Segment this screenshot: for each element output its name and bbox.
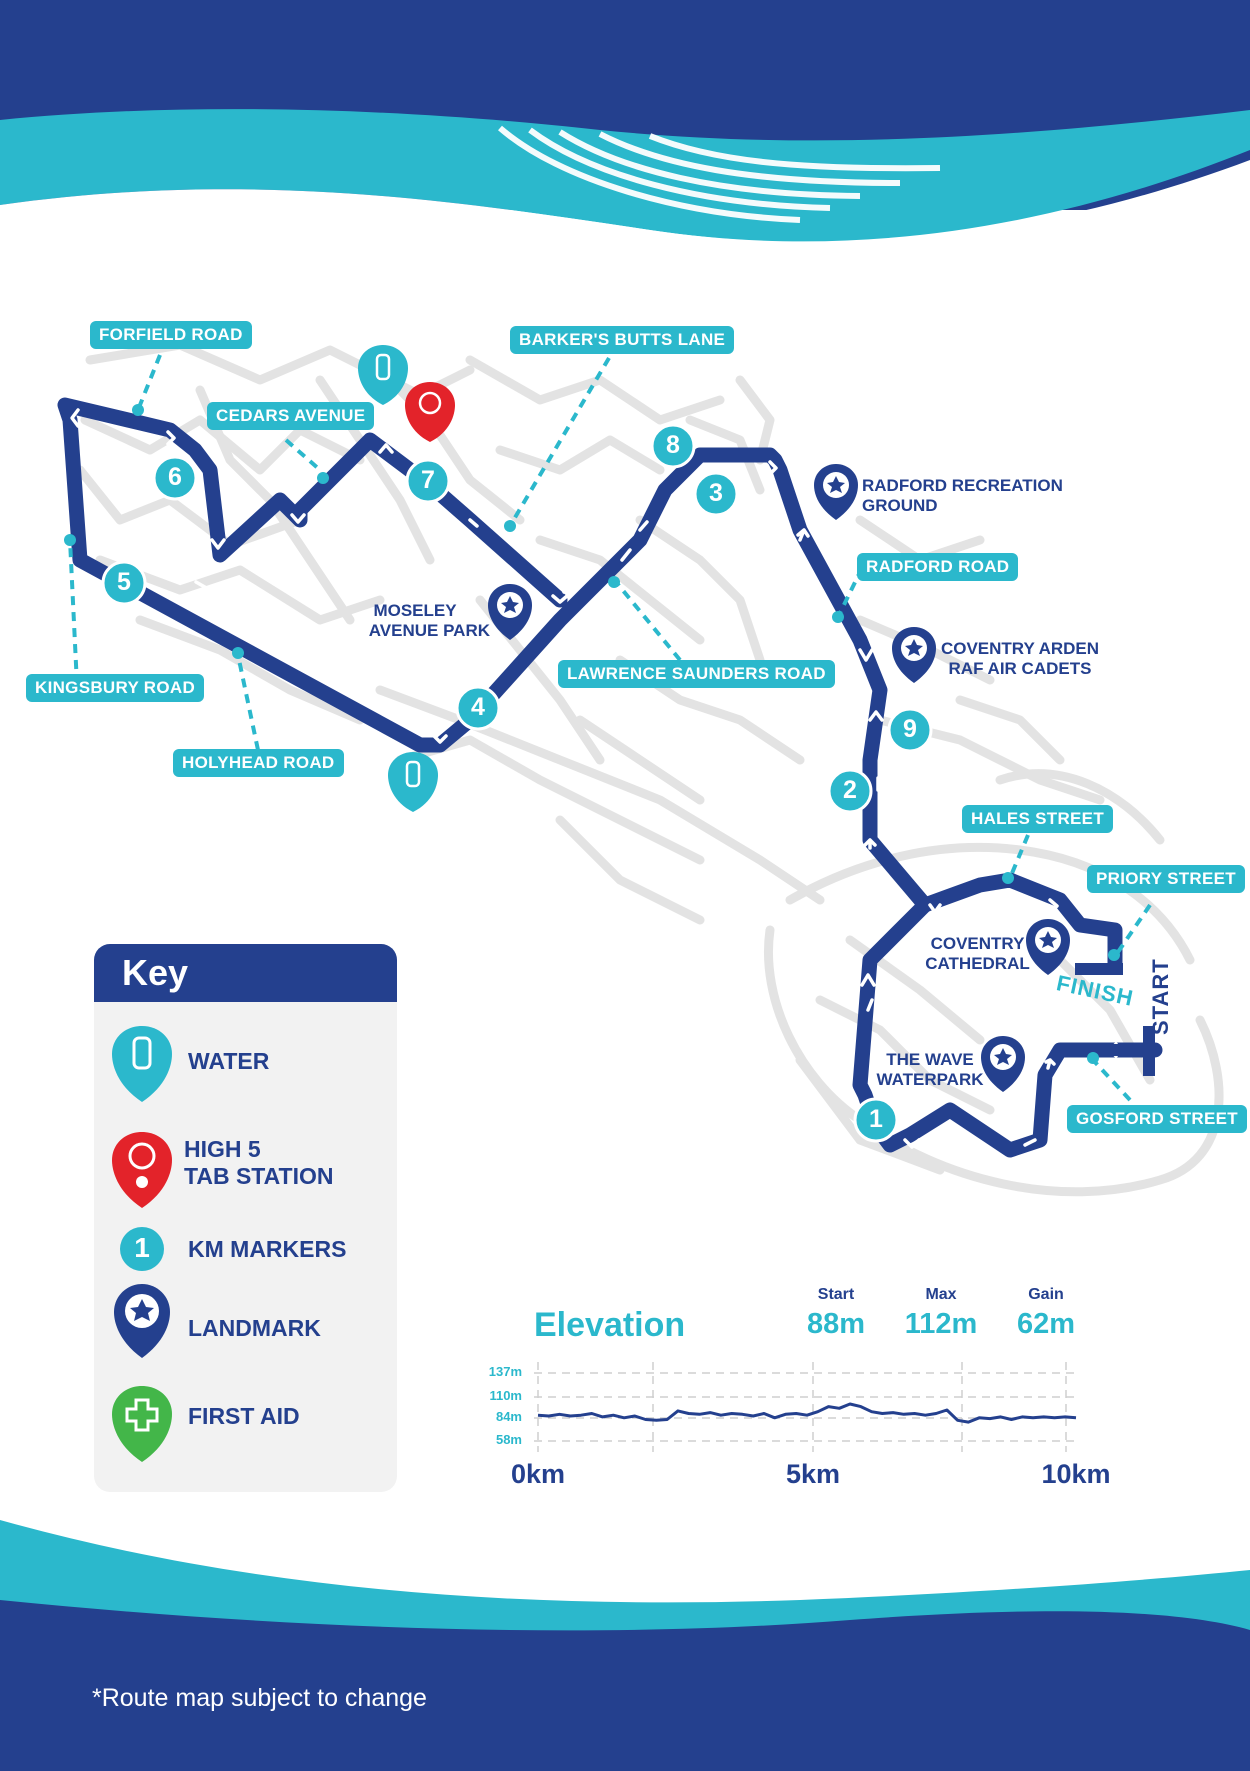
key-icons (112, 1026, 172, 1462)
high5-tab-station-pin (405, 382, 455, 442)
landmark-line: RADFORD RECREATION (862, 476, 1063, 495)
landmark-line: RAF AIR CADETS (948, 659, 1092, 678)
key-km-sample: 1 (134, 1232, 150, 1263)
landmark-line: COVENTRY ARDEN (940, 639, 1100, 658)
landmark-line: THE WAVE (886, 1050, 974, 1069)
y-tick-label: 58m (495, 1432, 522, 1447)
route-disclaimer: *Route map subject to change (92, 1684, 427, 1712)
landmark-icon (114, 1284, 170, 1358)
y-tick-label: 84m (495, 1409, 522, 1424)
x-tick-label: 5km (785, 1459, 841, 1489)
elevation-stat-value: 88m (806, 1308, 866, 1340)
elevation-stat-label: Start (817, 1286, 855, 1303)
road-label-lawrence: LAWRENCE SAUNDERS ROAD (558, 660, 835, 688)
water-station-pin (388, 752, 438, 812)
landmark-radford-recreation: RADFORD RECREATION GROUND (862, 476, 1063, 516)
km-marker-8: 8 (666, 431, 680, 459)
landmark-line: MOSELEY (373, 601, 457, 620)
key-km-label: KM MARKERS (188, 1236, 347, 1262)
km-marker-5: 5 (117, 568, 131, 596)
water-station-pin (358, 345, 408, 405)
km-marker-9: 9 (903, 715, 917, 743)
key-landmark-label: LANDMARK (188, 1315, 321, 1341)
key-high5-label: HIGH 5 TAB STATION (184, 1136, 333, 1190)
street-network (75, 340, 1224, 1197)
km-marker-7: 7 (421, 466, 435, 494)
x-tick-label: 0km (510, 1459, 566, 1489)
elevation-stat-label: Max (925, 1286, 957, 1303)
key-high5-line: TAB STATION (184, 1163, 334, 1189)
elevation-grid (534, 1362, 1076, 1452)
key-water-label: WATER (188, 1048, 270, 1074)
landmark-the-wave: THE WAVE WATERPARK (870, 1050, 990, 1090)
road-label-kingsbury: KINGSBURY ROAD (26, 674, 205, 702)
elevation-stat-value: 112m (904, 1308, 978, 1340)
landmark-stars (501, 476, 1057, 1065)
key-high5-line: HIGH 5 (184, 1136, 261, 1162)
start-label: START (1148, 958, 1173, 1035)
landmark-coventry-cathedral: COVENTRY CATHEDRAL (920, 934, 1035, 974)
landmark-moseley-park: MOSELEY AVENUE PARK (340, 601, 490, 641)
first-aid-icon (112, 1386, 172, 1462)
km-marker-2: 2 (843, 776, 857, 804)
km-marker-circles (101, 423, 933, 1143)
map-key: Key 1 WATER HIGH 5 TAB STATION KM MARKER… (94, 944, 397, 1492)
elevation-stat-value: 62m (1016, 1308, 1076, 1340)
road-label-hales: HALES STREET (962, 805, 1114, 833)
road-label-cedars: CEDARS AVENUE (207, 402, 375, 430)
km-marker-icon (120, 1227, 164, 1271)
landmark-line: AVENUE PARK (368, 621, 490, 640)
y-tick-label: 110m (489, 1388, 522, 1403)
km-marker-3: 3 (709, 479, 723, 507)
key-title: Key (94, 944, 397, 1002)
landmark-pin-centers (497, 472, 1061, 1070)
label-leader-dots (64, 404, 1120, 1064)
key-first-aid-label: FIRST AID (188, 1403, 300, 1429)
landmark-line: CATHEDRAL (925, 954, 1030, 973)
start-line (1093, 1026, 1155, 1076)
finish-line (1075, 935, 1123, 975)
high5-tab-icon (112, 1132, 172, 1208)
road-label-holyhead: HOLYHEAD ROAD (173, 749, 344, 777)
km-marker-6: 6 (168, 463, 182, 491)
elevation-line (537, 1402, 1077, 1424)
road-label-priory: PRIORY STREET (1087, 865, 1245, 893)
elevation-title: Elevation (534, 1306, 686, 1344)
road-label-radford: RADFORD ROAD (857, 553, 1019, 581)
road-label-gosford: GOSFORD STREET (1067, 1105, 1247, 1133)
landmark-line: WATERPARK (876, 1070, 984, 1089)
elevation-stat-label: Gain (1028, 1286, 1064, 1303)
label-leader-lines (68, 354, 1152, 1102)
y-tick-label: 137m (488, 1364, 522, 1379)
landmark-coventry-arden: COVENTRY ARDEN RAF AIR CADETS (940, 639, 1100, 679)
road-label-barkers: BARKER'S BUTTS LANE (510, 326, 735, 354)
x-tick-label: 10km (1041, 1459, 1111, 1489)
water-icon (112, 1026, 172, 1102)
footer-waves (0, 1520, 1250, 1771)
landmark-line: COVENTRY (930, 934, 1025, 953)
km-marker-4: 4 (471, 693, 485, 721)
header-waves (0, 0, 1250, 260)
km-marker-1: 1 (869, 1105, 883, 1133)
landmark-line: GROUND (862, 496, 938, 515)
road-label-forfield: FORFIELD ROAD (90, 321, 252, 349)
